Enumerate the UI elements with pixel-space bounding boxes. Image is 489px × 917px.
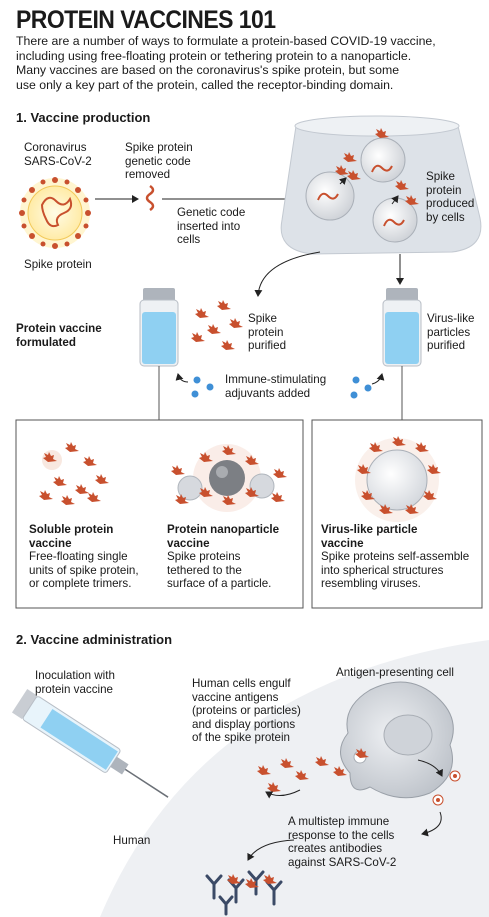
virus-label: Coronavirus SARS-CoV-2 xyxy=(24,141,92,168)
code-removed-label: Spike protein genetic code removed xyxy=(125,141,193,182)
spike-protein-label: Spike protein xyxy=(24,258,92,271)
label-line: Protein vaccine xyxy=(16,322,102,335)
section-heading-administration: 2. Vaccine administration xyxy=(16,632,173,647)
card-desc: Spike proteins xyxy=(167,550,241,563)
apc-label: Antigen-presenting cell xyxy=(336,666,454,679)
label-line: protein vaccine xyxy=(35,682,113,696)
label-line: Genetic code xyxy=(177,206,246,219)
label-line: A multistep immune xyxy=(288,815,390,828)
label-line: purified xyxy=(248,339,287,352)
card-soluble: Soluble protein vaccine Free-floating si… xyxy=(29,523,159,591)
label-line: produced xyxy=(426,197,475,210)
label-line: Spike xyxy=(248,312,278,325)
card-title: vaccine xyxy=(321,536,364,550)
card-title: vaccine xyxy=(167,536,210,550)
label-line: by cells xyxy=(426,210,465,224)
vlp-purified-label: Virus-like particles purified xyxy=(427,312,474,353)
page-title: PROTEIN VACCINES 101 xyxy=(16,6,276,34)
label-line: Inoculation with xyxy=(35,669,115,682)
purified-label: Spike protein purified xyxy=(248,312,286,353)
soluble-protein-icon xyxy=(39,442,109,505)
label-line: removed xyxy=(125,168,171,181)
nanoparticle-icon xyxy=(171,444,287,512)
card-title: Protein nanoparticle xyxy=(167,523,280,536)
label-line: Coronavirus xyxy=(24,141,87,154)
intro-line: There are a number of ways to formulate … xyxy=(16,34,436,48)
section-heading-production: 1. Vaccine production xyxy=(16,110,151,125)
label-line: and display portions xyxy=(192,717,296,731)
antigen-presenting-cell-icon xyxy=(340,681,461,806)
label-line: of the spike protein xyxy=(192,731,290,744)
label-line: genetic code xyxy=(125,154,191,168)
label-line: formulated xyxy=(16,335,76,349)
produced-label: Spike protein produced by cells xyxy=(426,170,474,224)
label-line: Immune-stimulating xyxy=(225,373,327,386)
label-line: against SARS-CoV-2 xyxy=(288,855,397,869)
intro-line: including using free-floating protein or… xyxy=(16,48,412,63)
virus-like-particle-icon xyxy=(355,436,441,522)
label-line: protein xyxy=(248,325,284,339)
label-line: inserted into xyxy=(177,219,241,233)
inserted-label: Genetic code inserted into cells xyxy=(177,206,245,247)
card-title: Soluble protein xyxy=(29,523,114,536)
vial-right-icon xyxy=(382,288,422,367)
intro-line: use only a key part of the protein, call… xyxy=(16,77,394,92)
vial-left-icon xyxy=(139,288,179,367)
card-desc: Free-floating single xyxy=(29,550,128,563)
card-desc: units of spike protein, xyxy=(29,563,139,577)
card-vlp: Virus-like particle vaccine Spike protei… xyxy=(321,523,486,591)
flask-icon xyxy=(280,115,482,255)
label-line: SARS-CoV-2 xyxy=(24,154,92,168)
response-label: A multistep immune response to the cells… xyxy=(288,815,396,869)
engulf-label: Human cells engulf vaccine antigens (pro… xyxy=(192,677,301,745)
adjuvant-dots-icon xyxy=(191,376,372,399)
card-desc: or complete trimers. xyxy=(29,577,132,590)
label-line: protein xyxy=(426,183,462,197)
label-line: purified xyxy=(427,339,466,352)
card-desc: resembling viruses. xyxy=(321,577,421,590)
formulated-label: Protein vaccine formulated xyxy=(16,322,102,349)
label-line: adjuvants added xyxy=(225,386,311,400)
label-line: particles xyxy=(427,325,471,339)
label-line: response to the cells xyxy=(288,828,395,842)
card-desc: surface of a particle. xyxy=(167,577,272,590)
intro-text: There are a number of ways to formulate … xyxy=(16,34,476,92)
card-desc: into spherical structures xyxy=(321,563,444,577)
gene-icon xyxy=(145,184,155,212)
label-line: Spike protein xyxy=(125,141,193,154)
label-line: Virus-like xyxy=(427,312,475,325)
label-line: (proteins or particles) xyxy=(192,704,301,717)
inoculation-label: Inoculation with protein vaccine xyxy=(35,669,115,696)
card-title: vaccine xyxy=(29,536,72,550)
label-line: creates antibodies xyxy=(288,842,383,855)
label-line: cells xyxy=(177,233,201,246)
purified-spikes-icon xyxy=(191,300,243,350)
card-nanoparticle: Protein nanoparticle vaccine Spike prote… xyxy=(167,523,301,591)
label-line: vaccine antigens xyxy=(192,690,279,704)
coronavirus-icon xyxy=(19,177,91,249)
syringe-icon xyxy=(11,689,169,798)
card-desc: tethered to the xyxy=(167,563,242,577)
intro-line: Many vaccines are based on the coronavir… xyxy=(16,63,400,78)
adjuvants-label: Immune-stimulating adjuvants added xyxy=(225,373,326,400)
label-line: Human cells engulf xyxy=(192,677,291,690)
card-title: Virus-like particle xyxy=(321,523,418,536)
label-line: Spike xyxy=(426,170,456,183)
card-box-left xyxy=(15,419,304,609)
card-desc: Spike proteins self-assemble xyxy=(321,550,470,563)
human-label: Human xyxy=(113,834,151,847)
